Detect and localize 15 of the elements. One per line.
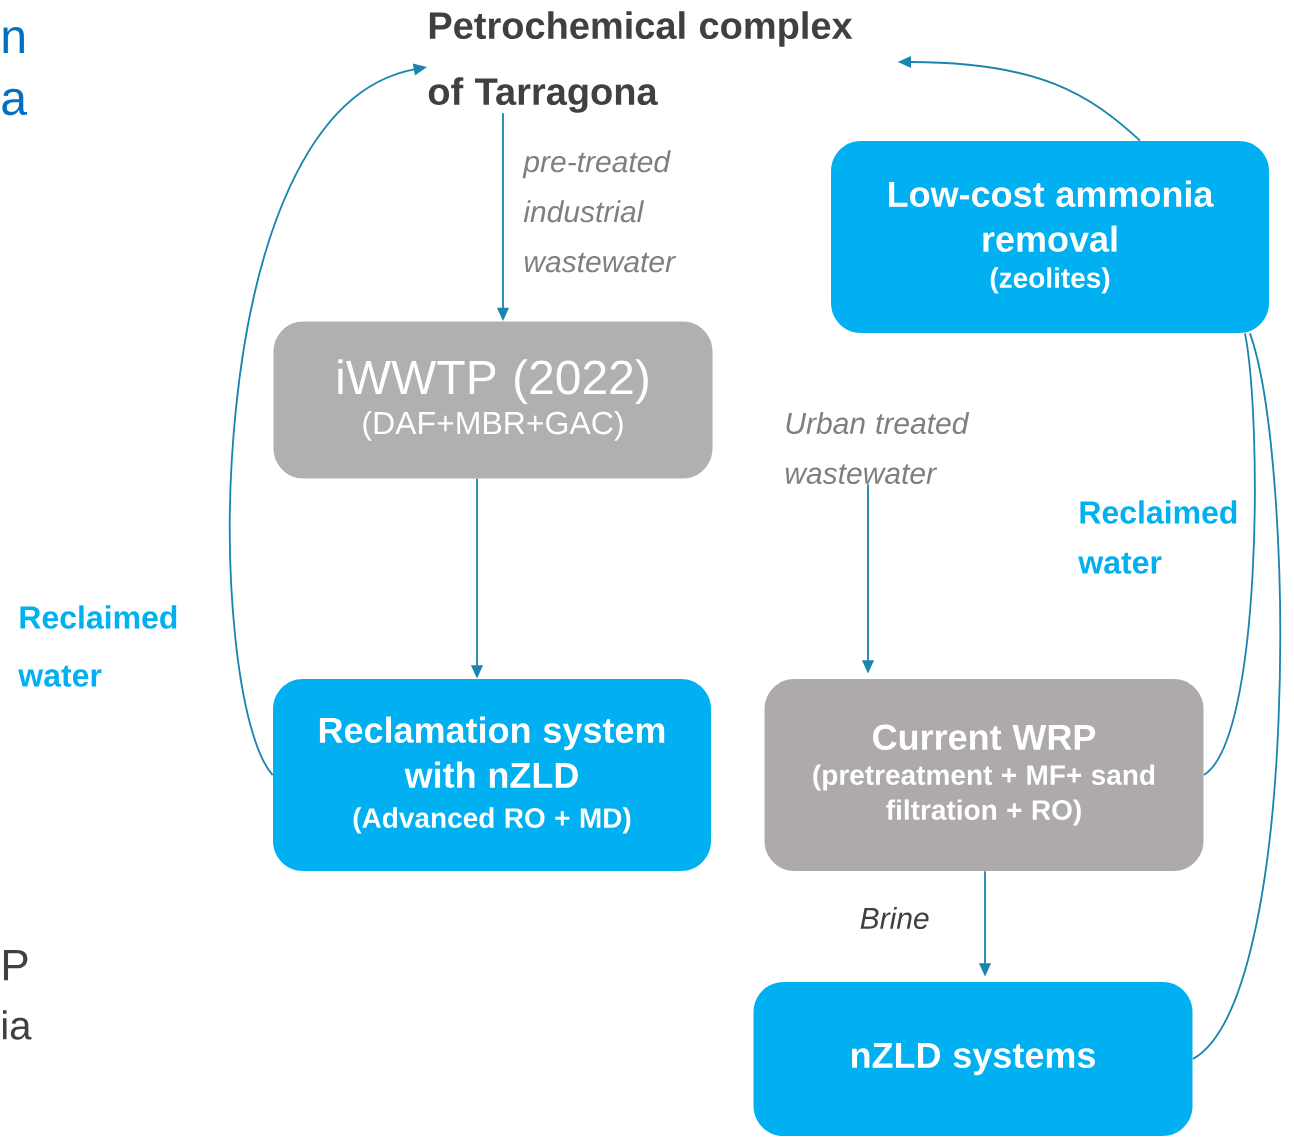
process-box: Reclamation system with nZLD (Advanced RO + MD) [273, 679, 711, 871]
process-box: nZLD systems [753, 982, 1193, 1136]
source-label: Urban treated wastewater [785, 412, 970, 484]
text-fragment: a [2, 88, 27, 116]
text-fragment: n [3, 27, 24, 53]
process-box: iWWTP (2022) (DAF+MBR+GAC) [273, 321, 713, 479]
text-fragment: P [3, 949, 28, 981]
edge-label: pre-treated industrial wastewater [522, 150, 677, 273]
edge-label: Brine [860, 907, 929, 929]
process-box: Current WRP (pretreatment + MF+ sand filtration + RO) [764, 679, 1204, 871]
text-fragment: ia [3, 1010, 32, 1040]
process-box: Low-cost ammonia removal (zeolites) [831, 141, 1269, 333]
annotation-text: Reclaimed water [1078, 500, 1237, 574]
heading-text: Petrochemical complex of Tarragona [428, 11, 853, 113]
annotation-text: Reclaimed water [18, 605, 177, 687]
